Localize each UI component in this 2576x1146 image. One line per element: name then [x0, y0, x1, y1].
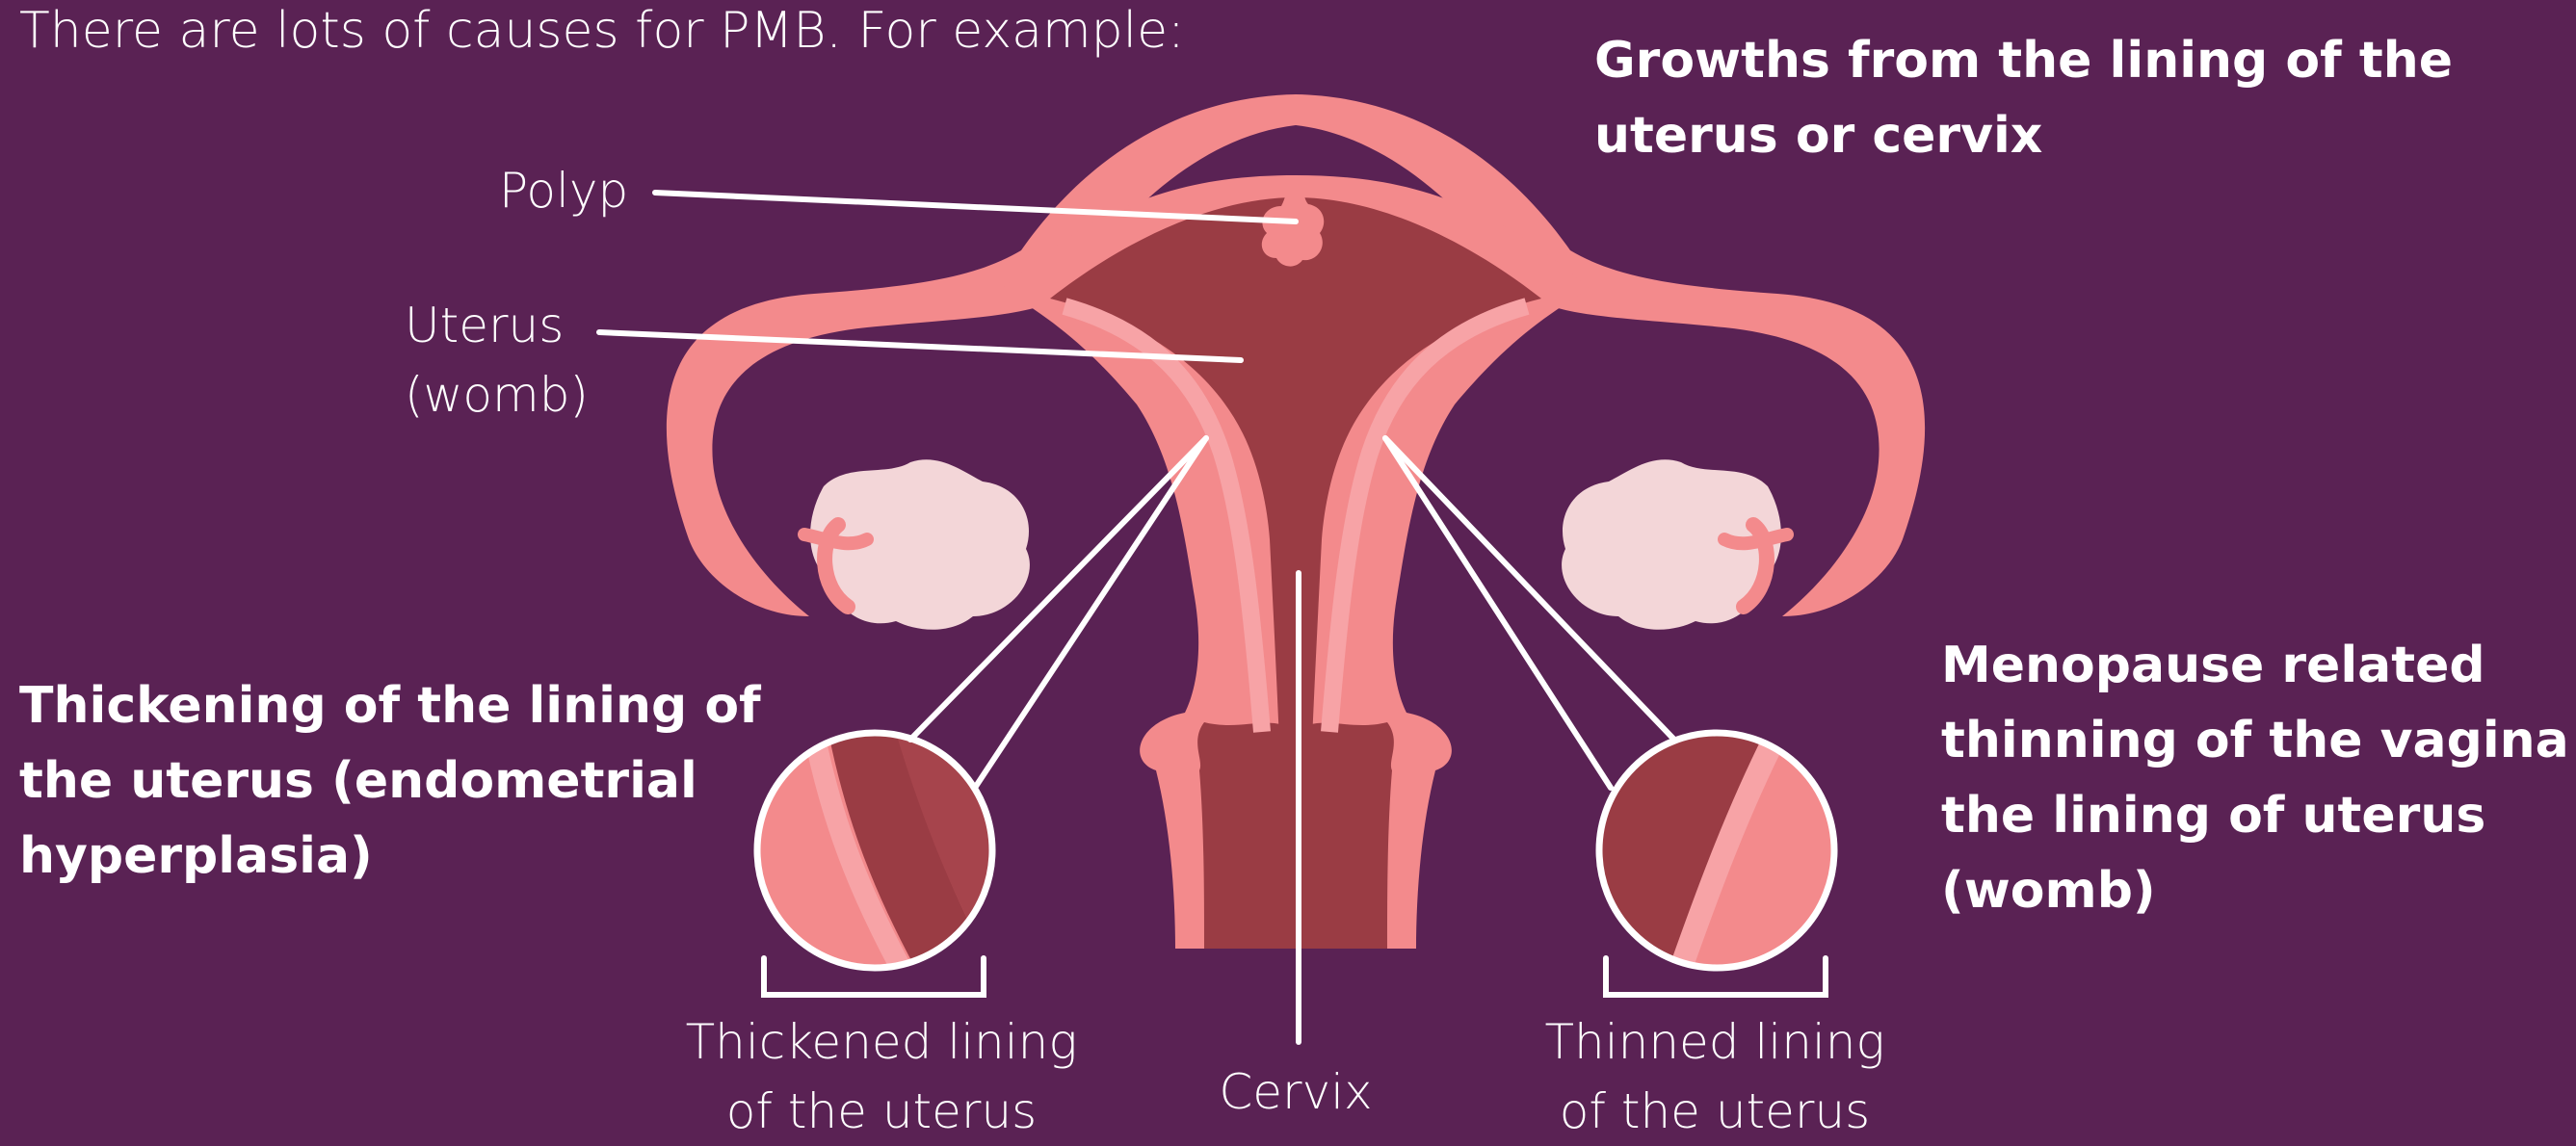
cervix-label: Cervix	[1175, 1057, 1416, 1127]
thickened-lining-label: Thickened lining of the uterus	[674, 1007, 1089, 1146]
polyp-label: Polyp	[499, 156, 628, 225]
thinned-label-line-2: of the uterus	[1522, 1077, 1907, 1146]
thinned-lining-magnifier	[1599, 733, 1834, 968]
thickened-label-line-2: of the uterus	[674, 1077, 1089, 1146]
thickened-lining-magnifier	[757, 733, 992, 968]
uterus-label-line-1: Uterus	[405, 291, 589, 360]
right-ovary	[1562, 459, 1787, 629]
thinned-label-line-1: Thinned lining	[1522, 1007, 1907, 1077]
thickened-label-line-1: Thickened lining	[674, 1007, 1089, 1077]
uterus-label: Uterus (womb)	[405, 291, 589, 430]
left-ovary	[804, 459, 1030, 629]
uterus-label-line-2: (womb)	[405, 360, 589, 430]
thinned-lining-label: Thinned lining of the uterus	[1522, 1007, 1907, 1146]
